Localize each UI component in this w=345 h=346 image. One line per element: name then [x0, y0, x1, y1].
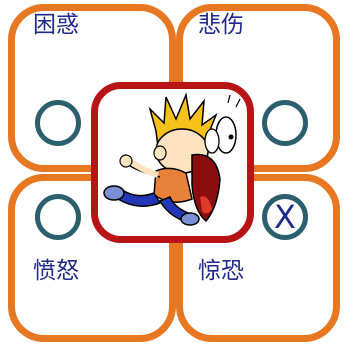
choice-circle-scared[interactable]: X	[262, 194, 308, 240]
option-label-confused: 困惑	[33, 12, 79, 38]
option-label-scared: 惊恐	[198, 258, 244, 284]
selected-x-mark: X	[274, 198, 296, 236]
screaming-boy-illustration	[103, 92, 241, 226]
option-label-angry: 愤怒	[33, 258, 79, 284]
center-image-frame	[91, 82, 254, 243]
choice-circle-sad[interactable]	[262, 100, 308, 146]
option-label-sad: 悲伤	[198, 12, 244, 38]
choice-circle-angry[interactable]	[35, 194, 81, 240]
choice-circle-confused[interactable]	[35, 100, 81, 146]
